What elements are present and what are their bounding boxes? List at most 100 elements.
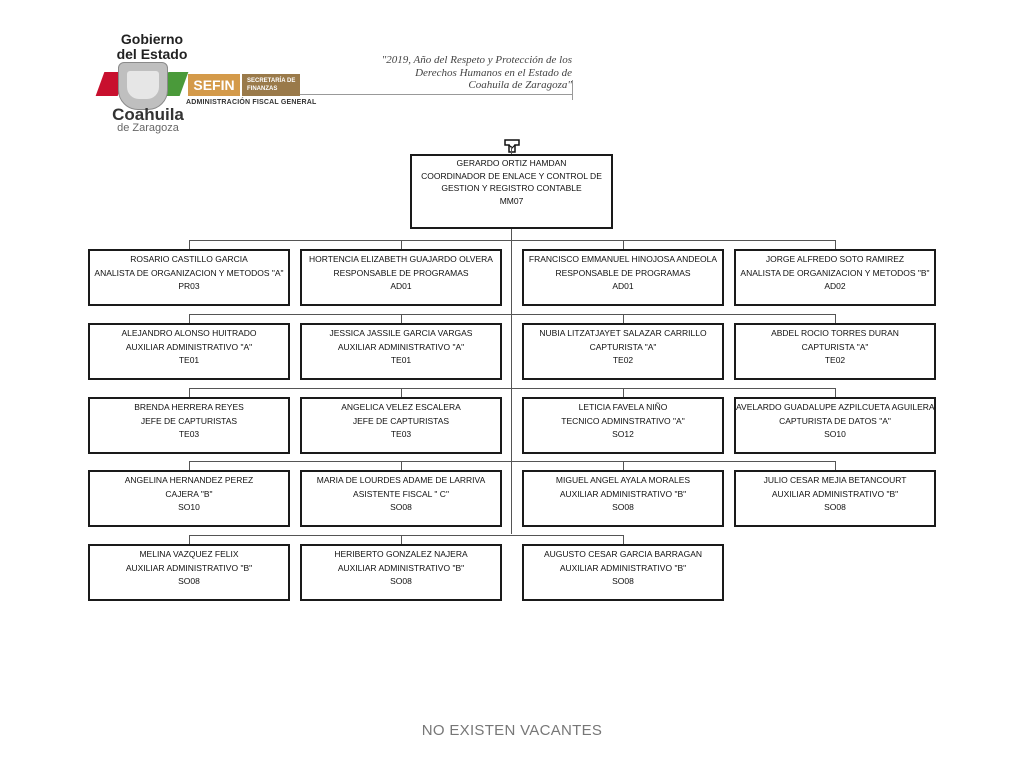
motto-divider bbox=[300, 94, 572, 95]
head-name: GERARDO ORTIZ HAMDAN bbox=[456, 158, 567, 168]
staff-code: SO08 bbox=[390, 576, 412, 586]
org-chart-top-icon bbox=[504, 139, 520, 153]
motto-line: "2019, Año del Respeto y Protección de l… bbox=[381, 54, 572, 66]
staff-code: TE03 bbox=[390, 429, 412, 439]
connector-bar bbox=[189, 388, 835, 389]
connector-bar bbox=[189, 240, 835, 241]
staff-name: ABDEL ROCIO TORRES DURAN bbox=[771, 328, 899, 338]
staff-name: NUBIA LITZATJAYET SALAZAR CARRILLO bbox=[539, 328, 707, 338]
staff-code: TE01 bbox=[390, 355, 412, 365]
connector-drop bbox=[401, 388, 402, 397]
staff-box: MIGUEL ANGEL AYALA MORALES AUXILIAR ADMIN… bbox=[522, 470, 724, 527]
logo-state: Coahuila bbox=[112, 105, 184, 124]
staff-title: RESPONSABLE DE PROGRAMAS bbox=[555, 267, 691, 278]
staff-code: AD01 bbox=[390, 281, 412, 291]
staff-code: TE02 bbox=[824, 355, 846, 365]
org-head-box: GERARDO ORTIZ HAMDAN COORDINADOR DE ENLA… bbox=[410, 154, 613, 229]
staff-name: LETICIA FAVELA NIÑO bbox=[578, 402, 668, 412]
staff-name: ALEJANDRO ALONSO HUITRADO bbox=[121, 328, 257, 338]
connector-drop bbox=[189, 535, 190, 544]
staff-box: AVELARDO GUADALUPE AZPILCUETA AGUILERA CA… bbox=[734, 397, 936, 454]
connector-bar bbox=[189, 314, 835, 315]
staff-title: RESPONSABLE DE PROGRAMAS bbox=[333, 267, 469, 278]
connector-drop bbox=[623, 314, 624, 323]
staff-code: TE03 bbox=[178, 429, 200, 439]
staff-code: SO10 bbox=[824, 429, 846, 439]
connector-drop bbox=[189, 240, 190, 249]
logo-line2: del Estado bbox=[116, 46, 188, 62]
head-title: GESTION Y REGISTRO CONTABLE bbox=[441, 183, 582, 194]
staff-title: ANALISTA DE ORGANIZACION Y METODOS "A" bbox=[94, 267, 284, 278]
staff-name: ANGELINA HERNANDEZ PEREZ bbox=[124, 475, 254, 485]
staff-title: ASISTENTE FISCAL " C" bbox=[353, 488, 449, 499]
staff-code: PR03 bbox=[178, 281, 200, 291]
staff-box: MARIA DE LOURDES ADAME DE LARRIVA ASISTEN… bbox=[300, 470, 502, 527]
staff-title: CAPTURISTA "A" bbox=[801, 341, 869, 352]
staff-name: AVELARDO GUADALUPE AZPILCUETA AGUILERA bbox=[736, 402, 934, 412]
connector-drop bbox=[835, 240, 836, 249]
secretaria-logo: SECRETARÍA DE FINANZAS bbox=[242, 74, 300, 96]
staff-name: AUGUSTO CESAR GARCIA BARRAGAN bbox=[543, 549, 703, 559]
staff-name: JESSICA JASSILE GARCIA VARGAS bbox=[329, 328, 473, 338]
staff-code: SO08 bbox=[824, 502, 846, 512]
logo-gobierno: Gobierno del Estado bbox=[112, 32, 192, 62]
staff-box: HERIBERTO GONZALEZ NAJERA AUXILIAR ADMINI… bbox=[300, 544, 502, 601]
sefin-logo: SEFIN bbox=[188, 74, 240, 96]
connector-drop bbox=[189, 388, 190, 397]
staff-name: MELINA VAZQUEZ FELIX bbox=[139, 549, 239, 559]
staff-name: FRANCISCO EMMANUEL HINOJOSA ANDEOLA bbox=[528, 254, 718, 264]
connector-drop bbox=[835, 314, 836, 323]
staff-name: BRENDA HERRERA REYES bbox=[134, 402, 244, 412]
connector-drop bbox=[623, 461, 624, 470]
staff-box: ROSARIO CASTILLO GARCIA ANALISTA DE ORGAN… bbox=[88, 249, 290, 306]
motto-line: Coahuila de Zaragoza" bbox=[468, 79, 572, 91]
staff-code: SO10 bbox=[178, 502, 200, 512]
staff-name: ROSARIO CASTILLO GARCIA bbox=[130, 254, 248, 264]
connector-bar bbox=[189, 535, 623, 536]
connector-drop bbox=[189, 314, 190, 323]
logo-line1: Gobierno bbox=[120, 31, 184, 47]
staff-name: JULIO CESAR MEJIA BETANCOURT bbox=[763, 475, 907, 485]
staff-title: CAPTURISTA DE DATOS "A" bbox=[779, 415, 891, 426]
staff-title: AUXILIAR ADMINISTRATIVO "B" bbox=[559, 488, 687, 499]
motto: "2019, Año del Respeto y Protección de l… bbox=[368, 54, 572, 92]
connector-drop bbox=[623, 388, 624, 397]
connector-drop bbox=[401, 240, 402, 249]
staff-title: AUXILIAR ADMINISTRATIVO "B" bbox=[771, 488, 899, 499]
coat-of-arms-icon bbox=[118, 62, 168, 110]
agency-name: ADMINISTRACIÓN FISCAL GENERAL bbox=[186, 99, 317, 106]
staff-title: AUXILIAR ADMINISTRATIVO "B" bbox=[337, 562, 465, 573]
vacancy-notice: NO EXISTEN VACANTES bbox=[421, 722, 603, 739]
staff-title: ANALISTA DE ORGANIZACION Y METODOS "B" bbox=[740, 267, 930, 278]
logo-state-sub: de Zaragoza bbox=[117, 122, 179, 134]
staff-title: CAPTURISTA "A" bbox=[589, 341, 657, 352]
connector-drop bbox=[623, 535, 624, 544]
connector-drop bbox=[401, 535, 402, 544]
staff-box: ABDEL ROCIO TORRES DURAN CAPTURISTA "A" TE… bbox=[734, 323, 936, 380]
connector-trunk bbox=[511, 229, 512, 534]
connector-drop bbox=[189, 461, 190, 470]
connector-drop bbox=[401, 461, 402, 470]
staff-name: MIGUEL ANGEL AYALA MORALES bbox=[555, 475, 691, 485]
staff-code: TE02 bbox=[612, 355, 634, 365]
staff-name: MARIA DE LOURDES ADAME DE LARRIVA bbox=[316, 475, 486, 485]
staff-name: HERIBERTO GONZALEZ NAJERA bbox=[334, 549, 468, 559]
staff-box: JULIO CESAR MEJIA BETANCOURT AUXILIAR ADM… bbox=[734, 470, 936, 527]
motto-line: Derechos Humanos en el Estado de bbox=[415, 66, 572, 79]
staff-name: HORTENCIA ELIZABETH GUAJARDO OLVERA bbox=[309, 254, 493, 264]
staff-code: SO12 bbox=[612, 429, 634, 439]
staff-name: ANGELICA VELEZ ESCALERA bbox=[341, 402, 461, 412]
staff-box: FRANCISCO EMMANUEL HINOJOSA ANDEOLA RESPO… bbox=[522, 249, 724, 306]
staff-code: SO08 bbox=[612, 576, 634, 586]
connector-top bbox=[511, 146, 512, 154]
staff-box: HORTENCIA ELIZABETH GUAJARDO OLVERA RESPO… bbox=[300, 249, 502, 306]
staff-code: SO08 bbox=[612, 502, 634, 512]
head-code: MM07 bbox=[499, 195, 524, 206]
